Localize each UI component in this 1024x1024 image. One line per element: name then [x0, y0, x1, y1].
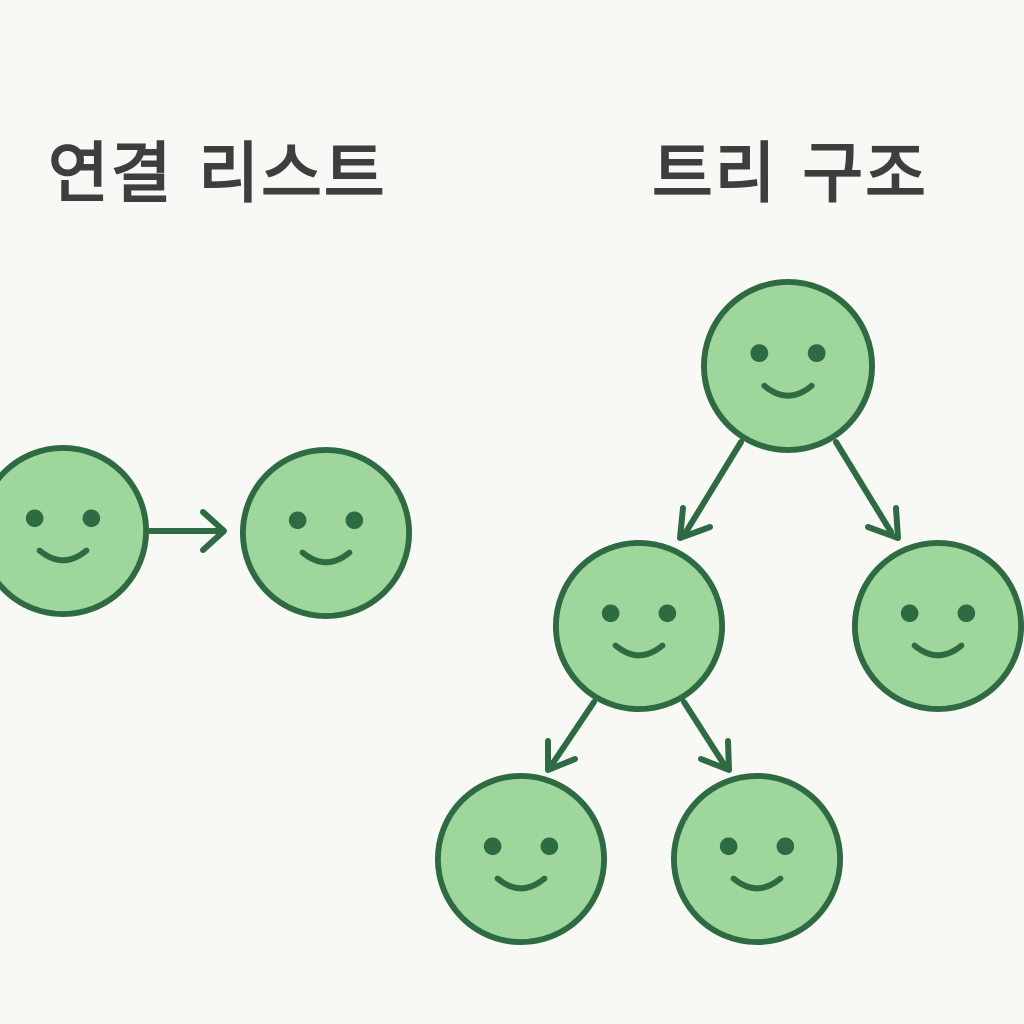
linked-list-node-1-smiley-icon: [0, 448, 146, 614]
tree-root-node-smiley-icon: [704, 282, 872, 450]
tree-arrow-left-leftleft: [545, 699, 597, 773]
tree-left-node-smiley-icon: [556, 543, 722, 709]
tree-arrow-root-left: [677, 439, 744, 541]
tree-left-right-node-smiley-icon: [674, 776, 840, 942]
linked-list-arrow: [147, 509, 227, 553]
linked-list-title: 연결 리스트: [48, 135, 387, 212]
tree-left-left-node-smiley-icon: [438, 776, 604, 942]
tree-arrow-left-leftright: [681, 699, 732, 773]
linked-list-node-2-smiley-icon: [243, 450, 409, 616]
tree-title: 트리 구조: [652, 135, 928, 212]
tree-arrow-root-right: [833, 439, 901, 541]
tree-right-node-smiley-icon: [855, 543, 1021, 709]
